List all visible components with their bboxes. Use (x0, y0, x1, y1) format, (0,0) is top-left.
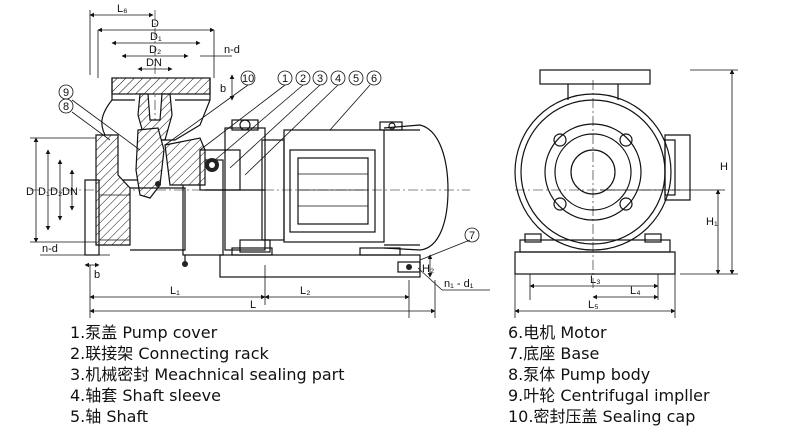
legend-item-sealing-cap: 10.密封压盖 Sealing cap (508, 407, 696, 426)
dim-H1: H₁ (706, 216, 718, 228)
front-view (514, 69, 738, 318)
legend-item-motor: 6.电机 Motor (508, 323, 607, 342)
legend-item-pump-cover: 1.泵盖 Pump cover (70, 323, 218, 342)
callout-leaders (71, 84, 471, 261)
legend-item-mechanical-seal: 3.机械密封 Meachnical sealing part (70, 365, 345, 384)
dim-DN-left: DN (62, 186, 78, 198)
callout-markers: 10 1 2 3 4 5 6 7 8 9 (58, 70, 480, 243)
dim-H2: H₂ (422, 263, 434, 275)
motor (261, 121, 449, 251)
dim-L3: L₃ (590, 274, 601, 286)
callout-7: 7 (469, 230, 475, 242)
dim-D-top: D (151, 18, 159, 30)
dim-D1-top: D₁ (150, 31, 162, 43)
callout-5: 5 (353, 73, 359, 85)
callout-6: 6 (371, 73, 377, 85)
outlet-flange (111, 77, 211, 141)
base (219, 247, 421, 278)
dim-D2-left: D₂ (50, 186, 62, 198)
dim-D2-top: D₂ (149, 44, 161, 56)
legend-item-shaft-sleeve: 4.轴套 Shaft sleeve (70, 386, 221, 405)
connecting-rack (164, 119, 271, 253)
dim-L: L (250, 299, 256, 311)
top-dimensions (89, 10, 235, 101)
legend-item-base: 7.底座 Base (508, 344, 600, 363)
callout-9: 9 (63, 87, 69, 99)
dimension-labels: L₆ D D₁ D₂ DN n-d b D D₁ D₂ DN n-d b L₁ … (26, 3, 728, 311)
legend-right: 6.电机 Motor 7.底座 Base 8.泵体 Pump body 9.叶轮… (508, 322, 710, 427)
dim-nd-left: n-d (42, 243, 58, 255)
bottom-dimensions (89, 254, 490, 318)
dim-nd-top: n-d (224, 44, 240, 56)
dim-DN-top: DN (146, 57, 162, 69)
dim-b-left: b (94, 269, 100, 281)
callout-8: 8 (63, 101, 69, 113)
dim-L5: L₅ (588, 299, 599, 311)
legend-left: 1.泵盖 Pump cover 2.联接架 Connecting rack 3.… (70, 322, 345, 427)
pump-body (84, 99, 224, 267)
legend-item-pump-body: 8.泵体 Pump body (508, 365, 651, 384)
legend-item-connecting-rack: 2.联接架 Connecting rack (70, 344, 269, 363)
legend-item-shaft: 5.轴 Shaft (70, 407, 149, 426)
dim-L4: L₄ (630, 285, 641, 297)
callout-4: 4 (335, 73, 341, 85)
dim-D1-left: D₁ (38, 186, 50, 198)
left-dimensions (30, 137, 110, 268)
dim-D-left: D (26, 186, 34, 198)
callout-10: 10 (242, 73, 254, 85)
dim-n1d1: n₁ - d₁ (444, 278, 474, 290)
dim-H: H (720, 161, 728, 173)
callout-2: 2 (300, 73, 306, 85)
side-view (30, 10, 490, 318)
dim-L6: L₆ (117, 3, 128, 15)
dim-L1: L₁ (170, 285, 180, 297)
legend-item-impeller: 9.叶轮 Centrifugal impller (508, 386, 710, 405)
dim-b-top: b (220, 83, 226, 95)
callout-1: 1 (282, 73, 288, 85)
dim-L2: L₂ (300, 285, 310, 297)
callout-3: 3 (317, 73, 323, 85)
